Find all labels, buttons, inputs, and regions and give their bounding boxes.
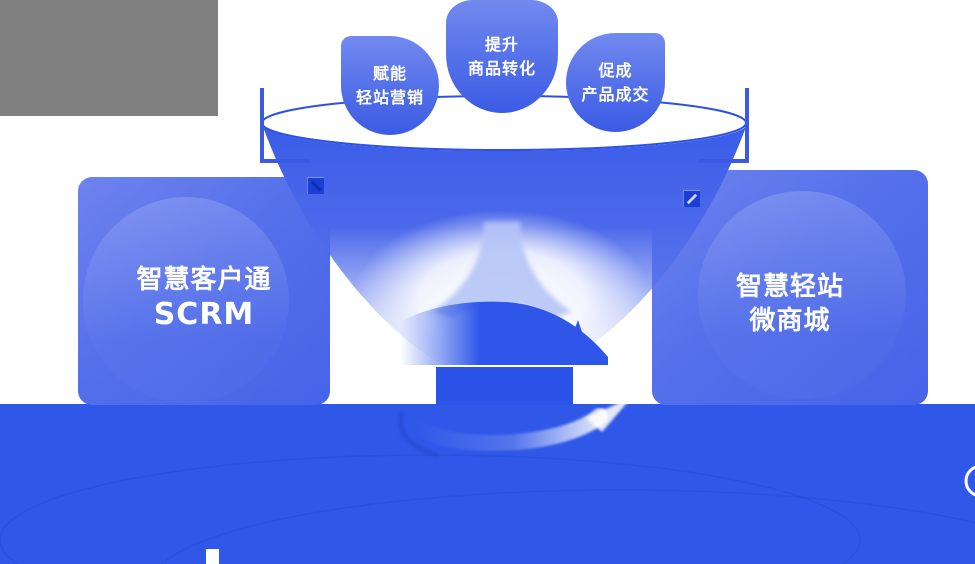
gray-placeholder-block <box>0 0 218 116</box>
card-mall-line1: 智慧轻站 <box>735 272 844 302</box>
card-scrm-line1: 智慧客户通 <box>136 265 272 295</box>
diagonal-slash-icon <box>310 180 322 192</box>
bottom-white-chip <box>206 549 219 564</box>
mound <box>400 301 608 365</box>
bubble-line: 促成 <box>598 60 633 80</box>
card-corner-badge-left <box>307 177 324 194</box>
bottom-band <box>0 404 975 564</box>
diagonal-slash-icon <box>686 193 698 205</box>
funnel-bubble-deal: 促成 产品成交 <box>566 33 665 132</box>
bubble-line: 提升 <box>484 34 519 54</box>
funnel-glow <box>352 210 652 390</box>
bubble-line: 赋能 <box>372 63 407 83</box>
card-mall-text: 智慧轻站 微商城 <box>652 270 928 338</box>
card-scrm-line2: SCRM <box>153 297 255 332</box>
funnel-bubble-marketing: 赋能 轻站营销 <box>341 36 439 135</box>
card-corner-badge-right <box>683 190 700 207</box>
card-mall-line2: 微商城 <box>749 306 831 336</box>
right-bracket-icon <box>699 88 749 163</box>
card-inner-circle <box>83 197 289 403</box>
left-bracket-icon <box>260 88 310 163</box>
funnel-bubble-conversion: 提升 商品转化 <box>446 0 558 113</box>
bubble-line: 商品转化 <box>467 58 536 78</box>
bubble-line: 轻站营销 <box>355 87 424 107</box>
funnel-stem-highlight <box>432 222 572 318</box>
card-scrm-text: 智慧客户通 SCRM <box>78 263 330 333</box>
mound-spike <box>572 320 584 338</box>
card-scrm: 智慧客户通 SCRM <box>78 177 330 405</box>
pedestal-neck <box>436 367 573 405</box>
bubble-line: 产品成交 <box>581 84 650 104</box>
